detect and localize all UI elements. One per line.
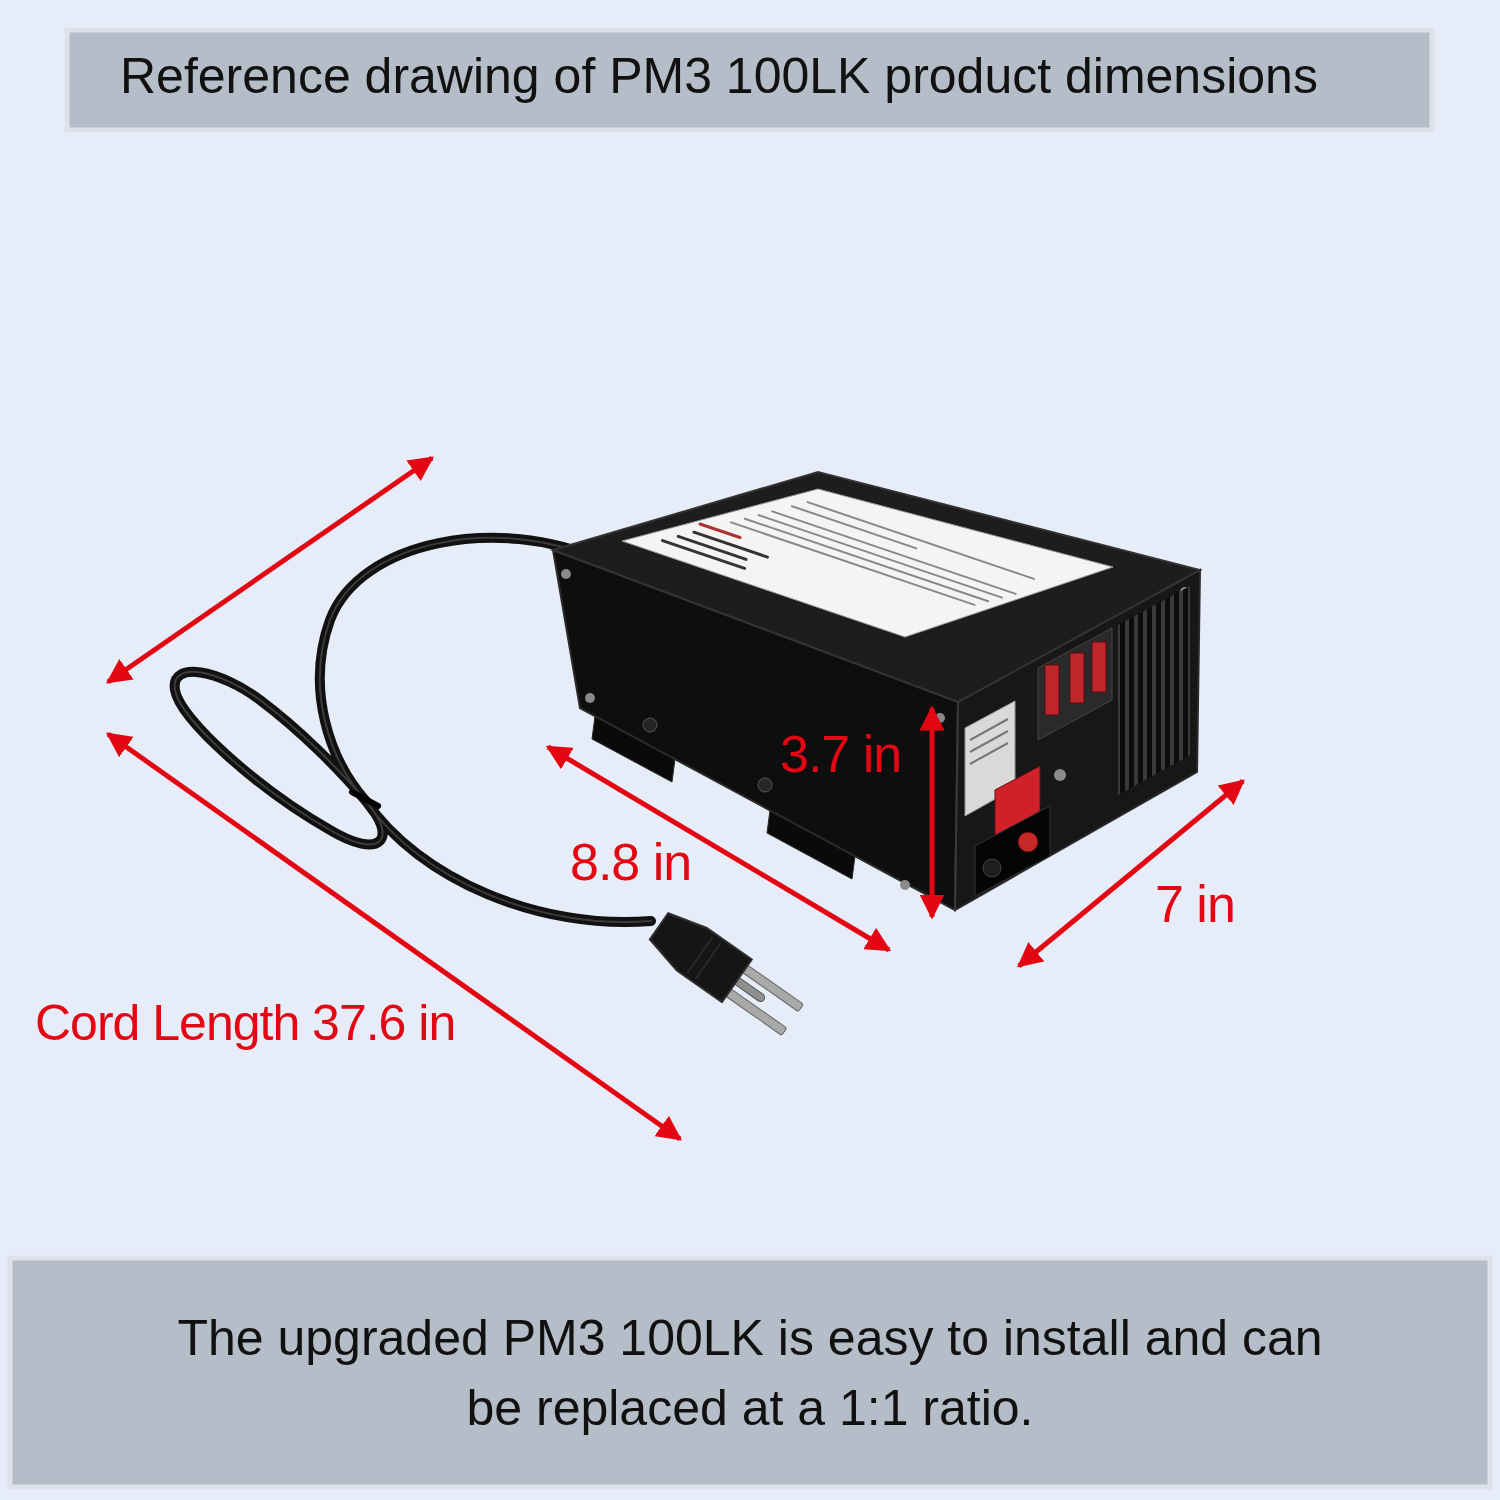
plug-grip [687,937,720,979]
text-slot: Cord Length 37.6 in [35,995,455,1053]
fuse [1070,653,1084,703]
text-slot: 3.7 in [780,725,901,785]
dimension-label: 8.8 in [570,833,691,893]
dimension-label: 3.7 in [780,725,901,785]
sticker-line [731,522,974,605]
indicator-hole [643,718,657,732]
sticker-print [663,502,1035,605]
title-text: Reference drawing of PM3 100LK product d… [120,48,1318,106]
converter-housing [553,472,1200,910]
dimension-arrow [108,734,680,1139]
spec-sticker [622,489,1113,637]
dimension-label: 7 in [1155,875,1235,935]
caption-text: The upgraded PM3 100LK is easy to instal… [160,1303,1340,1443]
dimension-arrow [1019,781,1243,966]
fuse-holder [1038,628,1112,740]
sticker-line [970,743,1008,764]
plug-body [644,905,752,1002]
sticker-line [970,719,1008,740]
dimension-arrow [930,708,935,917]
sticker-line [792,506,917,548]
text-slot: The upgraded PM3 100LK is easy to instal… [10,1258,1490,1487]
text-slot: 7 in [1155,875,1235,935]
dimension-label: Cord Length 37.6 in [35,995,455,1053]
sticker-line [808,502,1034,579]
top-face [553,472,1200,702]
screw [585,693,595,703]
dimension-arrow [108,458,432,682]
sticker-line [700,524,740,538]
text-slot: 8.8 in [570,833,691,893]
screw [561,569,571,579]
text-slot: Reference drawing of PM3 100LK product d… [120,48,1318,106]
housing-edge [955,702,958,910]
indicator-hole [758,778,772,792]
dc-terminal [1018,832,1038,852]
fuse [1092,642,1106,692]
fuse [1045,665,1059,715]
sticker-line [970,731,1008,752]
title-bar [67,30,1432,130]
screw [935,713,945,723]
terminal-block [975,806,1050,896]
screw [1054,769,1066,781]
cord-tie [352,792,378,806]
dc-terminal [983,859,1001,877]
screw [900,880,910,890]
plug [644,905,807,1041]
sticker-line [772,511,1015,594]
cooling-vents [1118,586,1190,795]
caption-bar [10,1258,1490,1487]
